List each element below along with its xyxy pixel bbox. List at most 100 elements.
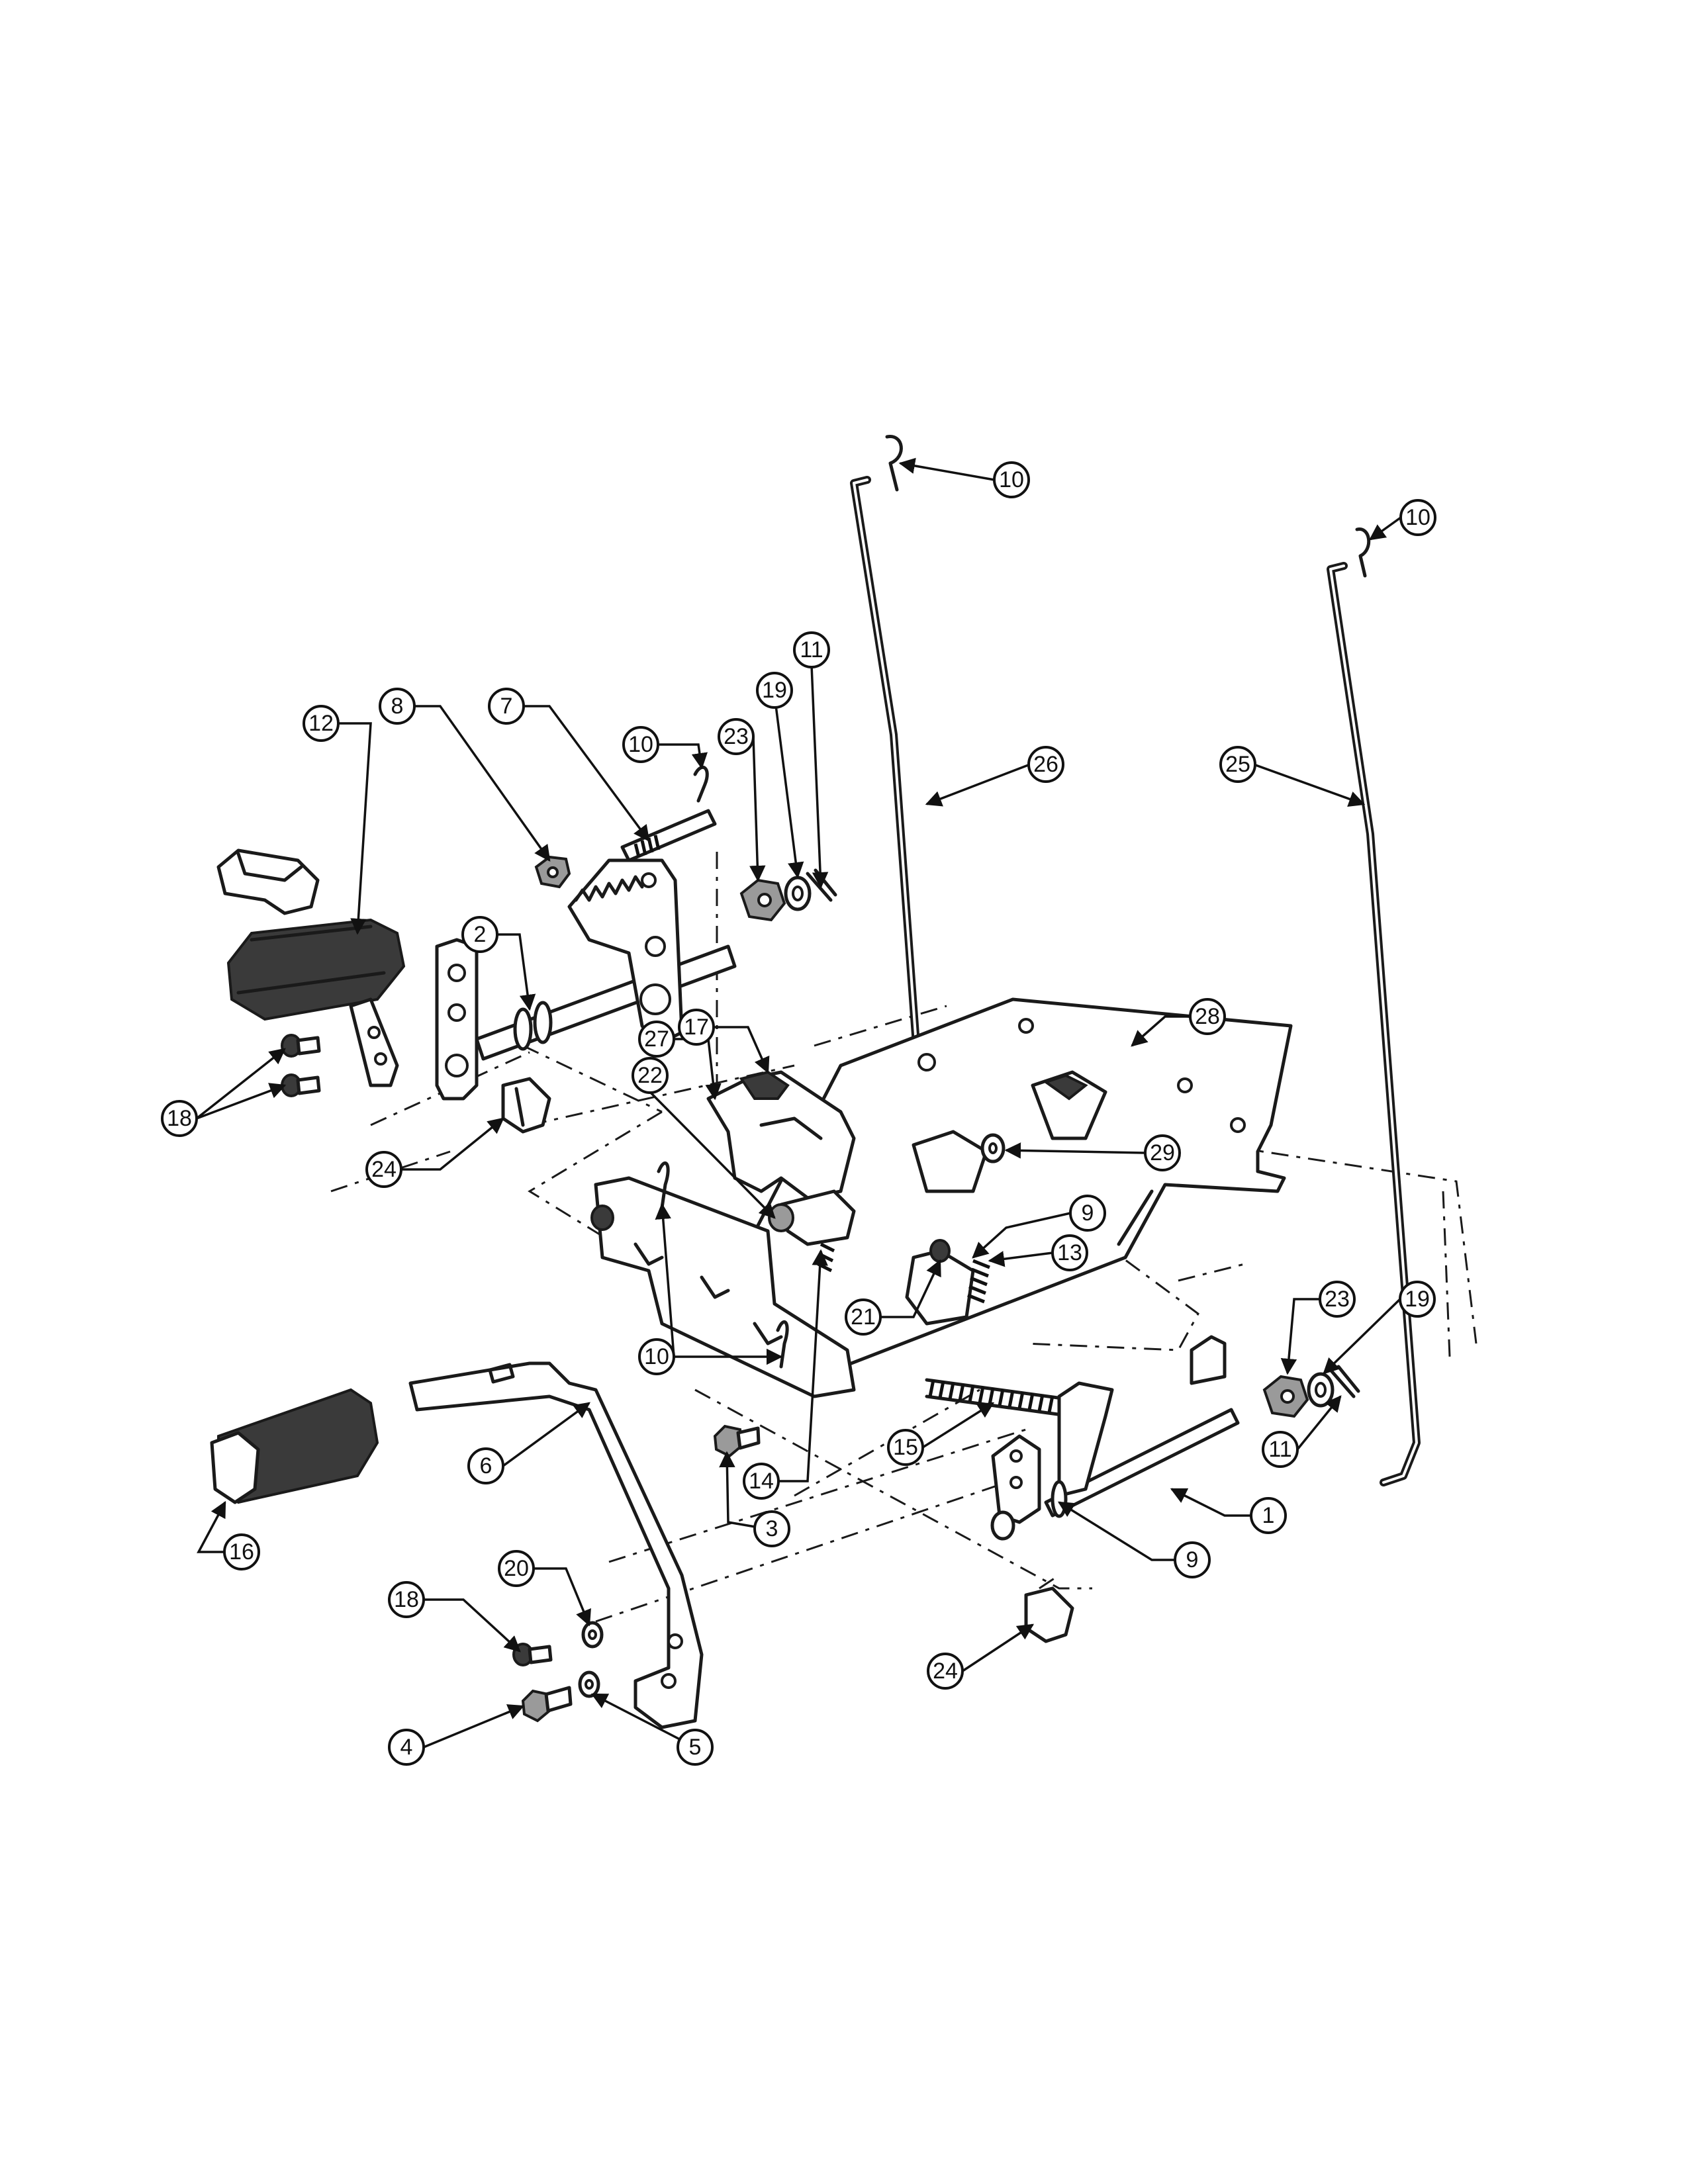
callout-17: 17 bbox=[678, 1009, 715, 1046]
callout-label: 19 bbox=[1405, 1287, 1430, 1312]
callout-label: 1 bbox=[1262, 1503, 1275, 1528]
callout-label: 5 bbox=[689, 1735, 702, 1760]
washer-5 bbox=[578, 1670, 600, 1698]
callout-label: 8 bbox=[391, 694, 404, 719]
callout-11b: 11 bbox=[1262, 1431, 1299, 1468]
callout-label: 13 bbox=[1057, 1240, 1082, 1265]
callout-label: 18 bbox=[394, 1587, 419, 1612]
callout-label: 11 bbox=[1268, 1437, 1291, 1462]
callout-24b: 24 bbox=[927, 1653, 964, 1690]
callout-13: 13 bbox=[1051, 1234, 1088, 1271]
callout-8: 8 bbox=[379, 688, 416, 725]
extension-spring-15 bbox=[925, 1378, 1074, 1418]
cotter-pin-11b bbox=[1329, 1365, 1360, 1398]
pedal-shaft-1 bbox=[990, 1335, 1240, 1541]
callout-15: 15 bbox=[887, 1429, 924, 1466]
control-rod-25 bbox=[1327, 562, 1421, 1486]
callout-24a: 24 bbox=[365, 1151, 402, 1188]
flange-bolt-18b bbox=[281, 1073, 321, 1097]
washer-19b bbox=[1307, 1372, 1335, 1408]
callout-label: 17 bbox=[684, 1015, 709, 1040]
callout-29: 29 bbox=[1144, 1134, 1181, 1171]
callout-label: 26 bbox=[1033, 752, 1058, 777]
callout-label: 21 bbox=[851, 1304, 876, 1330]
flange-nut-23a bbox=[739, 878, 786, 922]
callout-2: 2 bbox=[461, 916, 498, 953]
callout-28: 28 bbox=[1189, 998, 1226, 1035]
callout-6: 6 bbox=[467, 1447, 504, 1484]
callout-label: 6 bbox=[480, 1453, 492, 1479]
callout-19a: 19 bbox=[756, 672, 793, 709]
gear-sector bbox=[567, 858, 684, 1048]
callout-9a: 9 bbox=[1069, 1195, 1106, 1232]
callout-label: 29 bbox=[1150, 1140, 1175, 1165]
callout-label: 3 bbox=[766, 1516, 778, 1541]
pedal-arm-6 bbox=[408, 1361, 704, 1729]
flange-bolt-3 bbox=[713, 1424, 761, 1458]
callout-label: 10 bbox=[628, 732, 653, 757]
callout-14: 14 bbox=[743, 1463, 780, 1500]
hairpin-clip-10a bbox=[885, 435, 903, 492]
callout-18b: 18 bbox=[388, 1581, 425, 1618]
flange-nut-23b bbox=[1262, 1375, 1309, 1418]
washer-20 bbox=[581, 1621, 604, 1649]
callout-label: 10 bbox=[1405, 505, 1430, 530]
hairpin-clip-10b bbox=[1355, 527, 1371, 578]
callout-label: 9 bbox=[1082, 1201, 1094, 1226]
pedal-pad bbox=[216, 848, 406, 1087]
callout-10d: 10 bbox=[638, 1338, 675, 1375]
bearing-clip-24a bbox=[501, 1077, 551, 1134]
hairpin-clip-10d bbox=[657, 1161, 789, 1369]
callout-label: 25 bbox=[1225, 752, 1250, 777]
callout-label: 10 bbox=[644, 1344, 669, 1369]
callout-21: 21 bbox=[845, 1298, 882, 1336]
callout-label: 19 bbox=[762, 678, 787, 703]
callout-label: 10 bbox=[999, 467, 1024, 492]
callout-label: 18 bbox=[167, 1106, 192, 1131]
callout-1: 1 bbox=[1250, 1497, 1287, 1534]
callout-label: 16 bbox=[229, 1539, 254, 1565]
mounting-plate-28 bbox=[739, 997, 1293, 1372]
callout-19b: 19 bbox=[1399, 1281, 1436, 1318]
callout-label: 27 bbox=[644, 1026, 669, 1052]
callout-label: 24 bbox=[933, 1659, 958, 1684]
callout-10c: 10 bbox=[622, 726, 659, 763]
callout-11a: 11 bbox=[793, 631, 830, 668]
callout-25: 25 bbox=[1219, 746, 1256, 783]
shoulder-bolt-7 bbox=[620, 809, 717, 862]
callout-label: 12 bbox=[308, 711, 334, 736]
callout-label: 9 bbox=[1186, 1547, 1199, 1572]
callout-label: 11 bbox=[800, 637, 823, 662]
callout-9b: 9 bbox=[1174, 1541, 1211, 1578]
flange-bolt-18c bbox=[512, 1643, 553, 1666]
washer-29 bbox=[980, 1133, 1006, 1163]
callout-3: 3 bbox=[753, 1510, 790, 1547]
flange-nut-8 bbox=[534, 855, 571, 889]
washer-19a bbox=[784, 876, 812, 911]
cam-21 bbox=[905, 1239, 975, 1326]
callout-10b: 10 bbox=[1399, 499, 1436, 536]
callout-27: 27 bbox=[638, 1021, 675, 1058]
lower-bracket bbox=[590, 1176, 856, 1398]
callout-label: 28 bbox=[1195, 1004, 1220, 1029]
pedal-grip-16 bbox=[210, 1388, 379, 1504]
callout-label: 7 bbox=[500, 694, 513, 719]
callout-leaders bbox=[195, 457, 1402, 1749]
callout-16: 16 bbox=[223, 1533, 260, 1570]
hairpin-clip-10c bbox=[693, 765, 709, 803]
callout-label: 24 bbox=[371, 1157, 397, 1182]
callout-26: 26 bbox=[1027, 746, 1064, 783]
callout-label: 14 bbox=[749, 1469, 774, 1494]
shaft-arm-plate bbox=[435, 938, 479, 1101]
callout-18a: 18 bbox=[161, 1100, 198, 1137]
callout-label: 23 bbox=[1325, 1287, 1350, 1312]
callout-4: 4 bbox=[388, 1729, 425, 1766]
callout-23a: 23 bbox=[718, 718, 755, 755]
callout-5: 5 bbox=[677, 1729, 714, 1766]
spring-13 bbox=[967, 1259, 990, 1304]
callout-label: 23 bbox=[724, 724, 749, 749]
callout-label: 22 bbox=[637, 1063, 663, 1088]
callout-label: 20 bbox=[504, 1556, 529, 1581]
flange-bolt-18a bbox=[281, 1034, 321, 1058]
